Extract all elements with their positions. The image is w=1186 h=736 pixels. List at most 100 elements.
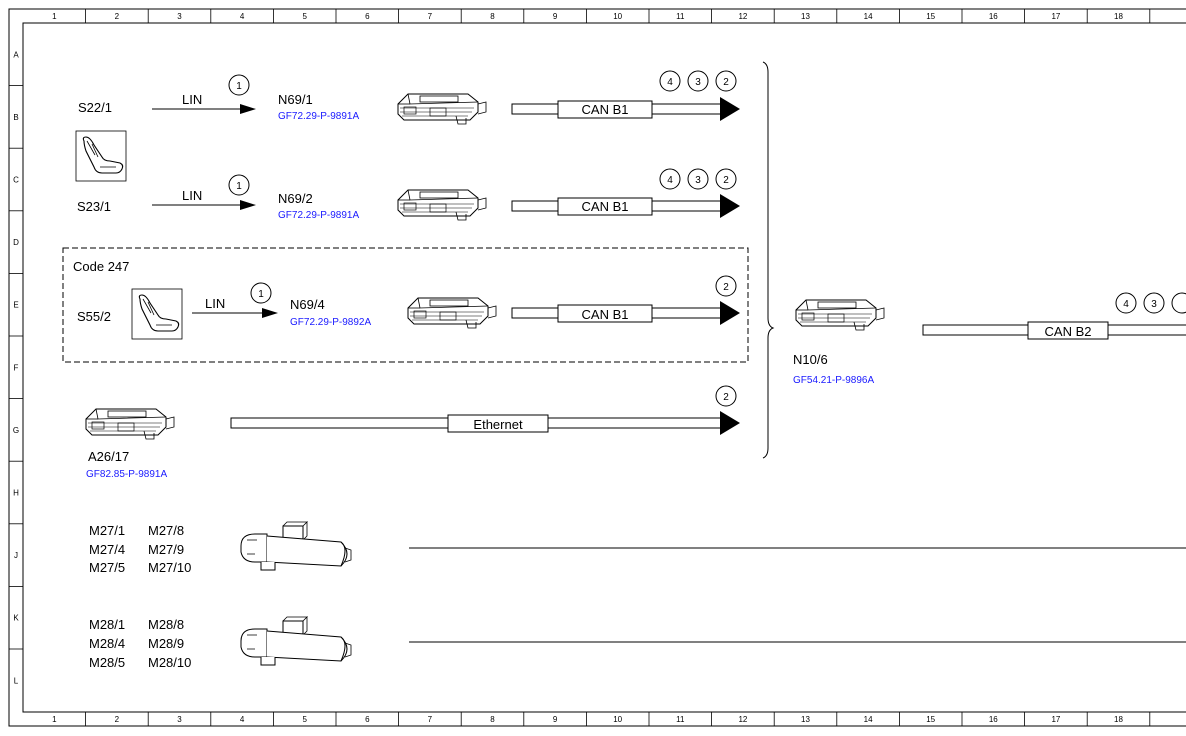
marker-circle [1143,292,1165,314]
label-m28-1: M28/1 [89,617,125,632]
marker-2: 2 [723,392,729,403]
can-b1-label-2: CAN B1 [582,199,629,214]
grid-col-bottom: 14 [864,715,873,724]
label-m28-5: M28/5 [89,655,125,670]
grid-col-top: 3 [177,12,182,21]
grid-col-bottom: 11 [676,715,685,724]
frame-inner [22,22,1186,713]
grid-row-left: C [13,176,19,185]
motor-m28-icon [240,616,352,666]
grid-col-bottom: 10 [613,715,622,724]
grid-col-top: 18 [1114,12,1123,21]
grid-col-bottom: 12 [738,715,747,724]
grid-col-top: 6 [365,12,370,21]
marker-circle [687,70,709,92]
label-s55-2: S55/2 [77,309,111,324]
grid-row-left: H [13,489,19,498]
label-m28-4: M28/4 [89,636,125,651]
can-arrowhead-1 [720,97,740,121]
marker-2: 2 [723,175,729,186]
grid-col-bottom: 9 [553,715,558,724]
label-m28-9: M28/9 [148,636,184,651]
label-a26-17: A26/17 [88,449,129,464]
label-m27-4: M27/4 [89,542,125,557]
grouping-brace [762,61,775,459]
grid-row-left: E [13,301,18,310]
label-m27-8: M27/8 [148,523,184,538]
frame-outer [8,8,1186,727]
ethernet-arrowhead [720,411,740,435]
grid-row-left: A [13,50,19,59]
ref-n69-2: GF72.29-P-9891A [278,210,359,221]
grid-col-bottom: 8 [490,715,495,724]
marker-3: 3 [695,175,701,186]
motor-m27-icon [240,521,352,571]
lin-label-3: LIN [205,296,225,311]
grid-col-bottom: 4 [240,715,245,724]
grid-row-left: D [13,238,19,247]
ecu-a26-17-icon [85,408,175,440]
grid-col-bottom: 13 [801,715,810,724]
grid-row-left: J [14,551,18,560]
grid-col-top: 15 [926,12,935,21]
marker-3: 3 [695,77,701,88]
grid-row-left: L [14,676,19,685]
grid-row-left: B [13,113,18,122]
marker-4: 4 [667,77,673,88]
marker-circle [687,168,709,190]
grid-col-top: 11 [676,12,685,21]
label-s22-1: S22/1 [78,100,112,115]
grid-col-top: 12 [738,12,747,21]
grid-row-left: F [14,363,19,372]
grid-col-top: 4 [240,12,245,21]
label-m27-10: M27/10 [148,560,191,575]
lin-arrowhead-2 [240,200,256,210]
grid-col-top: 1 [52,12,57,21]
can-b2-label: CAN B2 [1045,324,1092,339]
grid-col-bottom: 18 [1114,715,1123,724]
can-b2-box [1027,321,1109,340]
ecu-n69-4-icon [407,297,497,329]
marker-circle [228,74,250,96]
grid-col-bottom: 7 [428,715,433,724]
can-arrowhead-3 [720,301,740,325]
grid-col-top: 7 [428,12,433,21]
grid-col-top: 8 [490,12,495,21]
marker-1: 1 [258,289,264,300]
label-n69-2: N69/2 [278,191,313,206]
marker-circle [228,174,250,196]
label-n10-6: N10/6 [793,352,828,367]
grid-col-top: 5 [302,12,307,21]
ethernet-box [447,414,549,433]
can-b1-box-1 [557,100,653,119]
ref-n69-1: GF72.29-P-9891A [278,111,359,122]
label-m28-10: M28/10 [148,655,191,670]
marker-circle [715,168,737,190]
grid-col-bottom: 17 [1051,715,1060,724]
label-m27-1: M27/1 [89,523,125,538]
grid-col-top: 9 [553,12,558,21]
marker-3: 3 [1151,299,1157,310]
marker-circle [659,168,681,190]
marker-2: 2 [723,77,729,88]
ecu-n10-6-icon [795,299,885,331]
can-b1-box-3 [557,304,653,323]
grid-col-top: 13 [801,12,810,21]
grid-col-bottom: 3 [177,715,182,724]
lin-label-1: LIN [182,92,202,107]
seat-switch-icon [75,130,127,182]
grid-col-bottom: 15 [926,715,935,724]
label-m27-9: M27/9 [148,542,184,557]
can-b1-label-1: CAN B1 [582,102,629,117]
grid-col-top: 16 [989,12,998,21]
grid-col-top: 17 [1051,12,1060,21]
marker-circle [715,70,737,92]
marker-circle [250,282,272,304]
label-m28-8: M28/8 [148,617,184,632]
ecu-n69-2-icon [397,189,487,221]
marker-circle-partial [1171,292,1186,314]
marker-2: 2 [723,282,729,293]
ethernet-label: Ethernet [473,417,523,432]
marker-1: 1 [236,81,242,92]
